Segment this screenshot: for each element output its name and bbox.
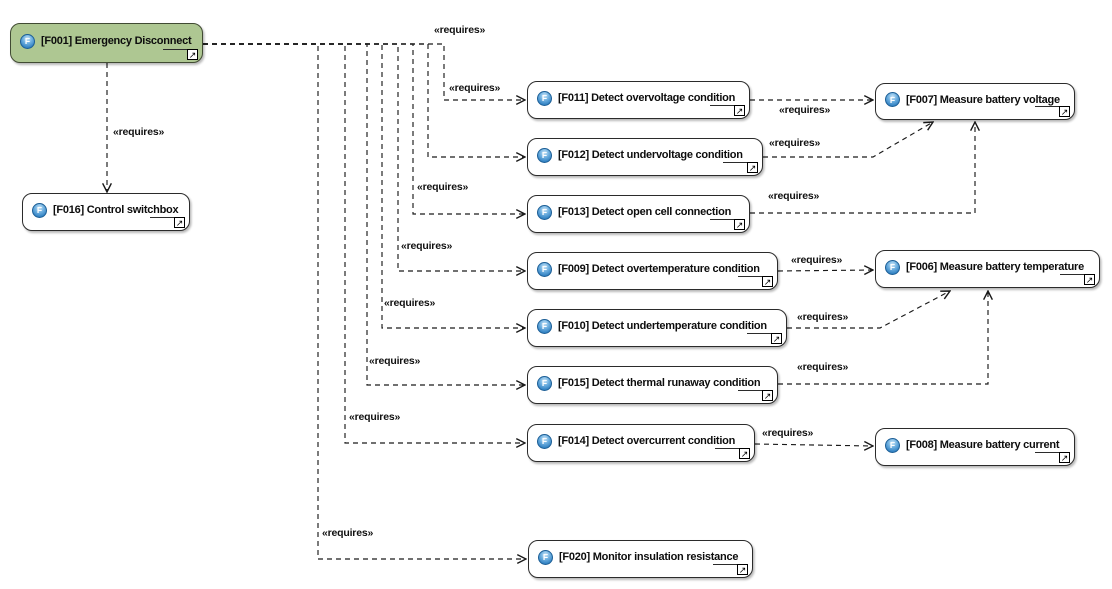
- function-node-label: [F011] Detect overvoltage condition: [558, 92, 736, 104]
- function-icon: F: [537, 318, 552, 334]
- requires-stereotype-label: «requires»: [797, 361, 849, 373]
- navigate-link-icon[interactable]: ↗: [713, 564, 748, 575]
- function-icon: F: [20, 33, 35, 49]
- function-node-label: [F020] Monitor insulation resistance: [559, 551, 739, 563]
- navigate-link-icon[interactable]: ↗: [150, 217, 185, 228]
- function-node-F020[interactable]: F [F020] Monitor insulation resistance↗: [528, 540, 753, 578]
- function-icon: F: [537, 204, 552, 220]
- function-node-label: [F006] Measure battery temperature: [906, 261, 1084, 273]
- navigate-link-icon[interactable]: ↗: [1035, 452, 1070, 463]
- function-node-label: [F013] Detect open cell connection: [558, 206, 732, 218]
- requires-stereotype-label: «requires»: [779, 104, 831, 116]
- navigate-link-icon[interactable]: ↗: [738, 390, 773, 401]
- navigate-link-icon[interactable]: ↗: [1060, 274, 1095, 285]
- requires-stereotype-label: «requires»: [349, 411, 401, 423]
- navigate-link-icon[interactable]: ↗: [738, 276, 773, 287]
- requires-connector-F001-F020[interactable]: [203, 43, 526, 559]
- function-node-label: [F016] Control switchbox: [53, 204, 179, 216]
- function-node-label: [F014] Detect overcurrent condition: [558, 435, 736, 447]
- function-icon: F: [32, 202, 47, 218]
- function-node-F009[interactable]: F [F009] Detect overtemperature condition…: [527, 252, 778, 290]
- function-node-F012[interactable]: F [F012] Detect undervoltage condition↗: [527, 138, 763, 176]
- requires-connector-F015-F006[interactable]: [778, 291, 988, 385]
- requires-connector-F001-F014[interactable]: [203, 43, 525, 443]
- function-node-label: [F008] Measure battery current: [906, 439, 1060, 451]
- requires-stereotype-label: «requires»: [768, 190, 820, 202]
- requires-stereotype-label: «requires»: [369, 355, 421, 367]
- requires-connector-F009-F006[interactable]: [777, 270, 873, 271]
- function-node-label: [F012] Detect undervoltage condition: [558, 149, 743, 161]
- requires-connector-F014-F008[interactable]: [754, 444, 873, 446]
- navigate-link-icon[interactable]: ↗: [723, 162, 758, 173]
- function-node-label: [F007] Measure battery voltage: [906, 93, 1060, 106]
- requires-stereotype-label: «requires»: [113, 126, 165, 138]
- requires-stereotype-label: «requires»: [797, 311, 849, 323]
- requires-stereotype-label: «requires»: [762, 427, 814, 439]
- requires-connector-F013-F007[interactable]: [750, 122, 975, 214]
- function-icon: F: [537, 147, 552, 163]
- function-node-F010[interactable]: F [F010] Detect undertemperature conditio…: [527, 309, 787, 347]
- requires-connector-F001-F013[interactable]: [203, 43, 525, 214]
- function-icon: F: [537, 90, 552, 106]
- navigate-link-icon[interactable]: ↗: [710, 105, 745, 116]
- requires-stereotype-label: «requires»: [434, 24, 486, 36]
- requires-stereotype-label: «requires»: [417, 181, 469, 193]
- requires-connector-F001-F010[interactable]: [203, 43, 525, 328]
- navigate-link-icon[interactable]: ↗: [163, 49, 198, 60]
- function-node-F015[interactable]: F [F015] Detect thermal runaway condition…: [527, 366, 778, 404]
- function-node-F014[interactable]: F [F014] Detect overcurrent condition↗: [527, 424, 755, 462]
- function-node-label: [F010] Detect undertemperature condition: [558, 320, 767, 332]
- navigate-link-icon[interactable]: ↗: [747, 333, 782, 344]
- function-node-F016[interactable]: F [F016] Control switchbox↗: [22, 193, 190, 231]
- navigate-link-icon[interactable]: ↗: [1035, 106, 1070, 117]
- function-icon: F: [885, 437, 900, 453]
- requires-connector-F001-F012[interactable]: [203, 43, 525, 157]
- function-node-F001[interactable]: F [F001] Emergency Disconnect ↗: [10, 23, 203, 63]
- requires-connector-F010-F006[interactable]: [787, 291, 950, 329]
- function-node-F007[interactable]: F [F007] Measure battery voltage↗: [875, 83, 1075, 120]
- requires-stereotype-label: «requires»: [401, 240, 453, 252]
- function-node-label: [F001] Emergency Disconnect: [41, 35, 192, 47]
- function-node-label: [F009] Detect overtemperature condition: [558, 263, 760, 275]
- requires-stereotype-label: «requires»: [769, 137, 821, 149]
- function-icon: F: [885, 92, 900, 107]
- function-icon: F: [538, 549, 553, 565]
- navigate-link-icon[interactable]: ↗: [710, 219, 745, 230]
- function-node-F013[interactable]: F [F013] Detect open cell connection↗: [527, 195, 750, 233]
- function-node-F008[interactable]: F [F008] Measure battery current↗: [875, 428, 1075, 466]
- requires-stereotype-label: «requires»: [449, 82, 501, 94]
- function-icon: F: [537, 433, 552, 449]
- function-icon: F: [885, 259, 900, 275]
- requires-stereotype-label: «requires»: [322, 527, 374, 539]
- requires-connector-F012-F007[interactable]: [763, 122, 933, 158]
- function-icon: F: [537, 261, 552, 277]
- function-node-F006[interactable]: F [F006] Measure battery temperature↗: [875, 250, 1100, 288]
- function-icon: F: [537, 375, 552, 391]
- requires-stereotype-label: «requires»: [384, 297, 436, 309]
- function-node-label: [F015] Detect thermal runaway condition: [558, 377, 761, 389]
- requires-connector-F001-F009[interactable]: [203, 43, 525, 271]
- navigate-link-icon[interactable]: ↗: [715, 448, 750, 459]
- function-node-F011[interactable]: F [F011] Detect overvoltage condition↗: [527, 81, 750, 119]
- requires-stereotype-label: «requires»: [791, 254, 843, 266]
